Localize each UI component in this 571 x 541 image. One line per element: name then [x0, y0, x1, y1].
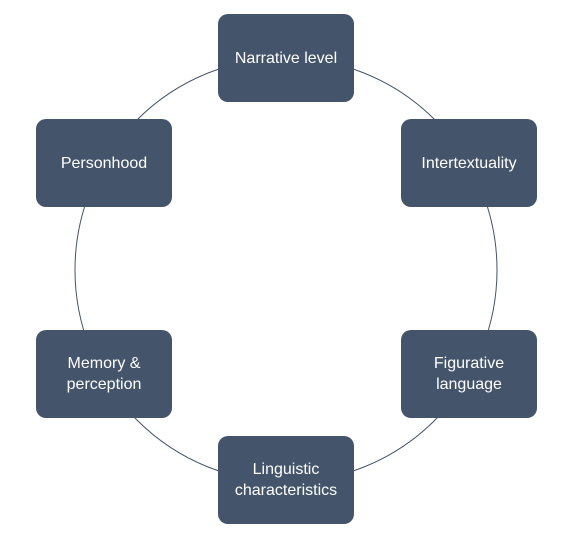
node-figurative-language: Figurative language [401, 330, 537, 418]
node-label: Narrative level [234, 49, 338, 67]
node-label: Personhood [60, 154, 148, 172]
node-narrative-level: Narrative level [218, 14, 354, 102]
node-linguistic-characteristics: Linguistic characteristics [218, 436, 354, 524]
node-label: Intertextuality [421, 154, 517, 172]
node-intertextuality: Intertextuality [401, 119, 537, 207]
node-label: Linguistic characteristics [234, 461, 338, 499]
node-label: Figurative language [433, 355, 505, 393]
node-memory-perception: Memory & perception [36, 330, 172, 418]
node-personhood: Personhood [36, 119, 172, 207]
node-label: Memory & perception [66, 355, 142, 393]
